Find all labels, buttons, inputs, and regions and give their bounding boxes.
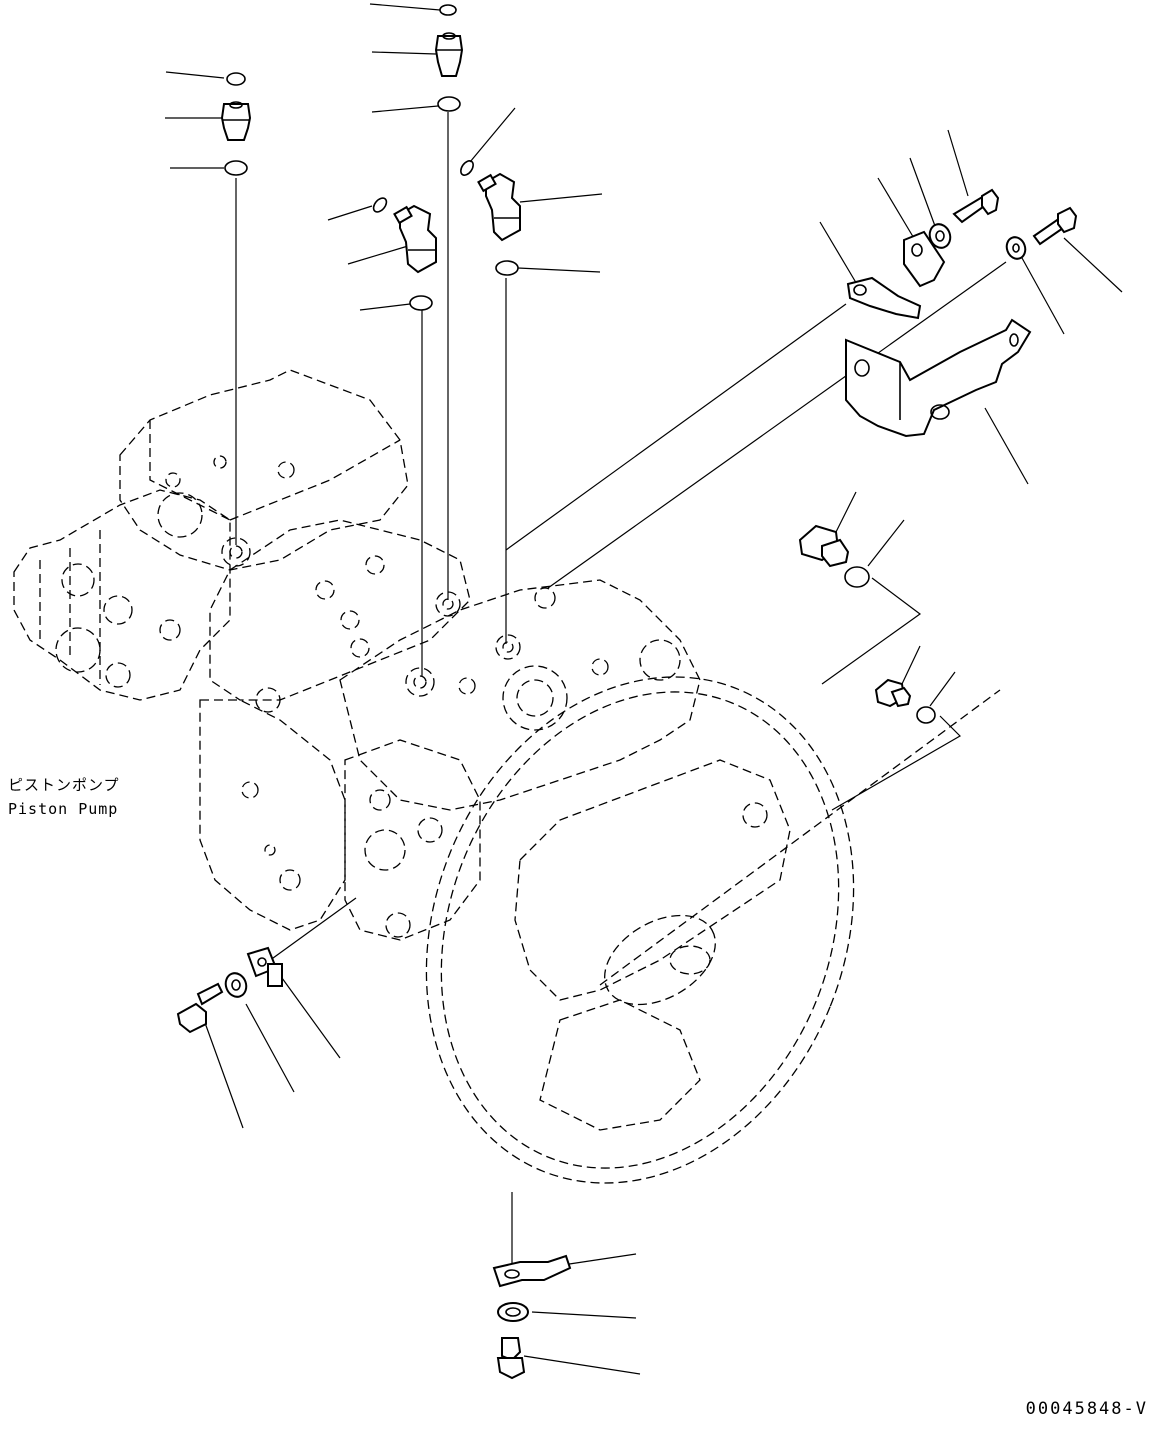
bracket-icon xyxy=(845,318,1032,438)
piston-pump-icon xyxy=(13,369,1001,1184)
o-ring-icon xyxy=(224,4,936,724)
part-name-en-label: Piston Pump xyxy=(8,800,119,818)
plug-icon xyxy=(798,524,912,708)
bolt-icon xyxy=(176,188,1078,1380)
leader-lines xyxy=(165,3,1123,1375)
drawing-number: 00045848-V xyxy=(1025,1399,1148,1419)
part-name-jp-label: ピストンポンプ xyxy=(8,776,120,794)
washer-icon xyxy=(224,223,1027,1322)
clamp-icon xyxy=(246,230,946,1288)
straight-fitting-icon xyxy=(220,32,464,141)
elbow-fitting-icon xyxy=(393,172,521,274)
